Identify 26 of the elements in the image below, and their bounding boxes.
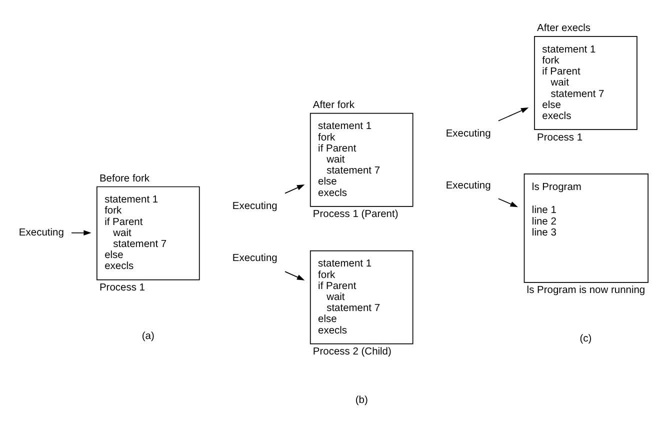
label: (c) [580, 333, 592, 344]
node-box: statement 1 fork if Parent wait statement 7 else execls [310, 112, 414, 207]
node-label: Process 2 (Child) [312, 346, 392, 358]
node-label: After fork [312, 100, 354, 111]
label: (a) [142, 330, 154, 342]
node-box: statement 1 fork if Parent wait statement 7 else execls [96, 186, 200, 280]
arrow [498, 107, 529, 122]
node-text: Executing [18, 228, 64, 239]
node-label: After execls [537, 23, 591, 34]
node-label: Process 1 [99, 282, 145, 294]
arrow [498, 198, 518, 208]
node-box: statement 1 fork if Parent wait statement 7 else execls [534, 36, 638, 130]
node-text: Executing [446, 180, 491, 192]
arrow [71, 230, 92, 236]
node-label: Process 1 (Parent) [312, 209, 398, 220]
arrow [284, 184, 305, 194]
node-text: Executing [232, 253, 278, 264]
node-box: statement 1 fork if Parent wait statement 7 else execls [310, 250, 414, 344]
arrow [284, 271, 305, 280]
node-label: Process 1 [537, 132, 583, 144]
node-label: ls Program is now running [526, 285, 646, 296]
node-box: ls Program line 1 line 2 line 3 [524, 174, 648, 283]
node-label: Before fork [99, 173, 150, 184]
node-text: Executing [232, 201, 278, 212]
label: (b) [355, 394, 368, 406]
node-text: Executing [446, 128, 491, 140]
